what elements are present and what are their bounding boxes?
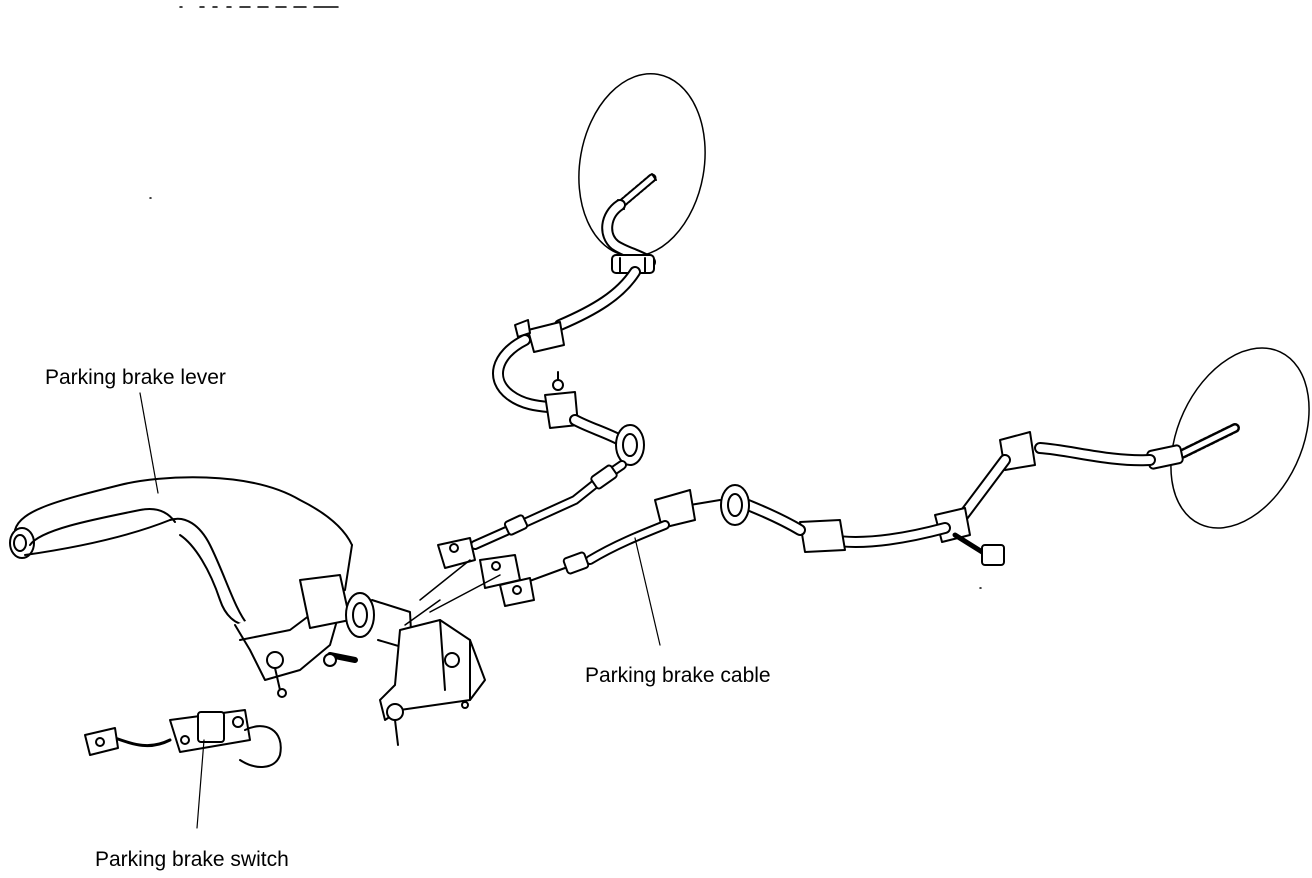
parking-brake-switch-label: Parking brake switch — [95, 848, 289, 871]
upper-brake-cable — [470, 173, 657, 550]
parking-brake-switch — [84, 709, 282, 768]
parking-brake-lever — [9, 476, 486, 746]
leader-lines — [139, 392, 661, 829]
parking-brake-cable-label: Parking brake cable — [585, 664, 771, 687]
scan-specks — [149, 197, 982, 589]
right-brake-cable — [504, 423, 1240, 591]
upper-detail-circle — [578, 73, 706, 257]
parking-brake-lever-label: Parking brake lever — [45, 366, 226, 389]
right-detail-circle — [1170, 347, 1310, 529]
equalizer-bracket — [404, 537, 535, 626]
